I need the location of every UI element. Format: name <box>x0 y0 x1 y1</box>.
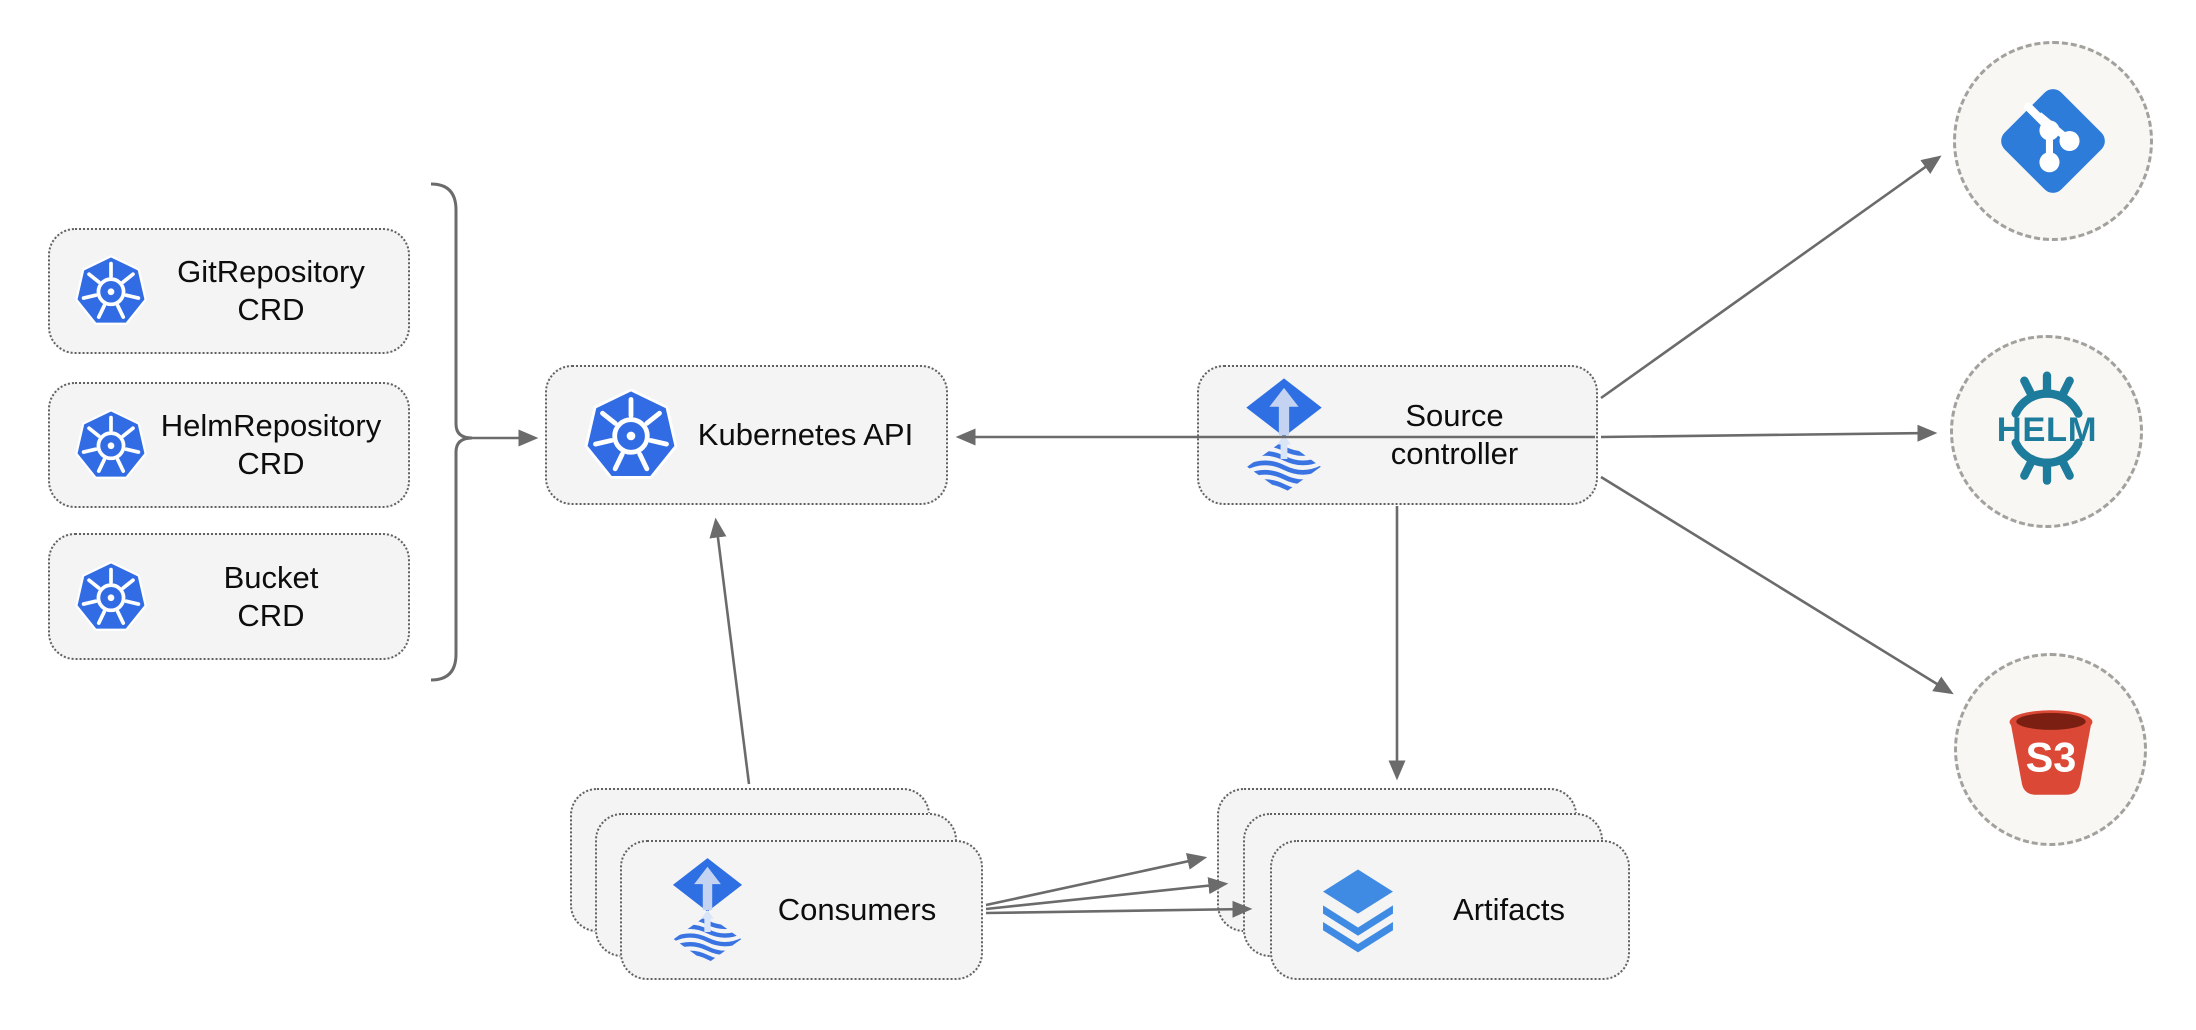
node-artifacts-stack: Artifacts <box>1217 788 1632 983</box>
node-bucket-crd: Bucket CRD <box>48 533 410 660</box>
node-label: Source controller <box>1327 397 1596 473</box>
node-label-line1: HelmRepository <box>160 408 382 444</box>
node-label-line1: GitRepository <box>177 254 365 290</box>
node-s3-source <box>1954 653 2147 846</box>
node-gitrepository-crd: GitRepository CRD <box>48 228 410 354</box>
node-label-line1: Source <box>1405 398 1504 434</box>
node-consumers: Consumers <box>620 840 983 980</box>
edge-source-to-s3 <box>1600 475 1954 695</box>
helm-icon <box>1983 368 2111 496</box>
edge-consumers-to-k8s-api <box>709 517 751 785</box>
node-helm-source <box>1950 335 2143 528</box>
flux-icon <box>668 855 747 965</box>
kubernetes-icon <box>74 254 148 328</box>
node-label: Artifacts <box>1453 892 1565 928</box>
node-label-line2: controller <box>1390 436 1519 471</box>
node-helmrepository-crd: HelmRepository CRD <box>48 382 410 508</box>
edge-source-to-git <box>1600 155 1942 400</box>
node-label: HelmRepository CRD <box>148 407 408 483</box>
node-label: Bucket CRD <box>148 559 408 635</box>
node-label: Consumers <box>777 892 937 928</box>
layers-icon <box>1312 864 1404 956</box>
s3-icon <box>1995 694 2107 806</box>
node-consumers-stack: Consumers <box>570 788 985 983</box>
edge-consumers-to-artifacts-3 <box>985 900 1253 918</box>
node-label-line2: CRD <box>237 597 305 633</box>
node-label: Kubernetes API <box>697 417 914 453</box>
kubernetes-icon <box>74 560 148 634</box>
kubernetes-icon <box>74 408 148 482</box>
flux-icon <box>1241 375 1327 495</box>
node-source-controller: Source controller <box>1197 365 1598 505</box>
node-label-line1: Bucket <box>223 559 319 595</box>
node-kubernetes-api: Kubernetes API <box>545 365 948 505</box>
edge-consumers-to-artifacts-1 <box>985 852 1208 907</box>
edge-consumers-to-artifacts-2 <box>985 877 1229 911</box>
crd-group-bracket <box>430 182 473 682</box>
git-icon <box>1994 82 2112 200</box>
node-label: GitRepository CRD <box>148 253 408 329</box>
node-git-source <box>1953 41 2153 241</box>
node-label-line2: CRD <box>237 446 305 481</box>
kubernetes-icon <box>583 387 679 483</box>
edge-source-to-helm <box>1600 424 1938 442</box>
node-artifacts: Artifacts <box>1270 840 1630 980</box>
node-label-line2: CRD <box>237 292 305 327</box>
